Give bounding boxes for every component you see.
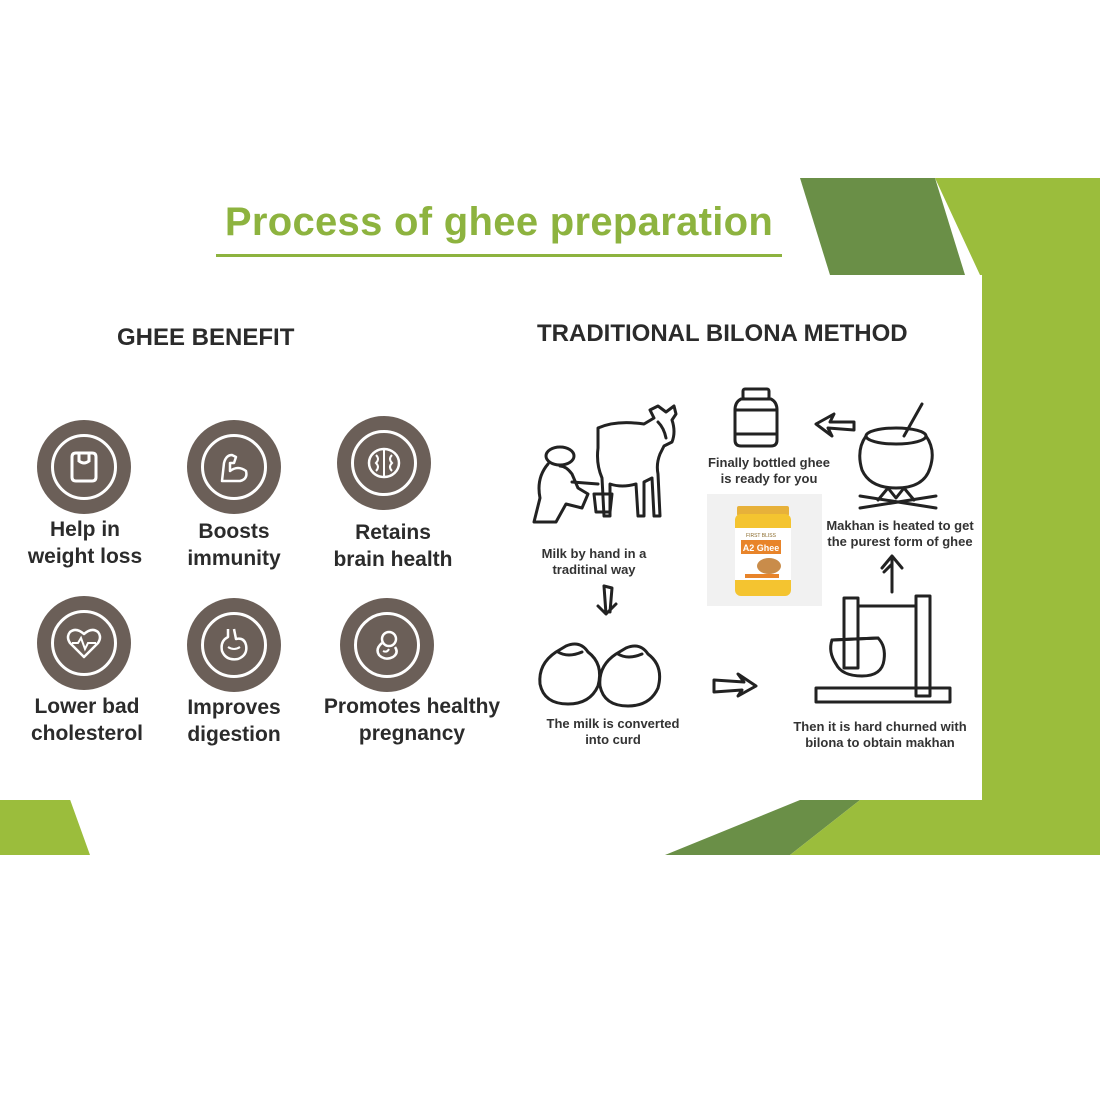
fetus-icon: [376, 630, 398, 660]
bottom-right-dark-green-band: [665, 800, 860, 855]
flexed-arm-icon: [220, 453, 248, 483]
arrow-right-icon: [712, 672, 758, 698]
title-underline: [216, 254, 782, 257]
ghee-jar-product-image: FIRST BLISS A2 Ghee: [735, 506, 791, 596]
benefit-digestion-badge: [187, 598, 281, 692]
benefit-pregnancy-badge: [340, 598, 434, 692]
jar-icon: [733, 387, 779, 448]
product-name-text: A2 Ghee: [743, 543, 780, 553]
page-title: Process of ghee preparation: [224, 200, 774, 244]
stomach-icon: [220, 628, 248, 661]
weight-scale-icon: [70, 451, 98, 483]
arrow-up-icon: [880, 554, 904, 594]
benefit-weight-loss-badge: [37, 420, 131, 514]
benefit-pregnancy-label: Promotes healthy pregnancy: [323, 695, 501, 745]
bilona-churner-icon: [814, 594, 952, 704]
arrow-down-icon: [596, 584, 618, 616]
heart-pulse-icon: [66, 628, 102, 659]
product-photo: FIRST BLISS A2 Ghee: [707, 494, 822, 606]
step-curd-label: The milk is converted into curd: [546, 716, 680, 747]
benefit-cholesterol-label: Lower bad cholesterol: [30, 695, 144, 745]
step-churning-label: Then it is hard churned with bilona to o…: [793, 719, 967, 750]
step-heating-label: Makhan is heated to get the purest form …: [826, 518, 974, 549]
arrow-left-icon: [814, 412, 856, 438]
benefit-immunity-badge: [187, 420, 281, 514]
step-milking-label: Milk by hand in a traditinal way: [541, 546, 647, 577]
product-brand-text: FIRST BLISS: [746, 533, 777, 539]
benefit-brain-health-label: Retains brain health: [333, 521, 453, 571]
benefit-brain-health-badge: [337, 416, 431, 510]
brain-icon: [367, 447, 401, 479]
cow-milking-icon: [532, 404, 678, 524]
clay-pots-icon: [538, 642, 662, 708]
benefit-digestion-label: Improves digestion: [187, 696, 281, 746]
benefit-immunity-label: Boosts immunity: [187, 520, 281, 570]
bottom-right-light-green-band: [790, 800, 980, 855]
benefits-heading: GHEE BENEFIT: [117, 324, 295, 351]
step-bottled-label: Finally bottled ghee is ready for you: [707, 455, 831, 486]
benefit-weight-loss-label: Help in weight loss: [27, 518, 143, 568]
method-heading: TRADITIONAL BILONA METHOD: [537, 320, 908, 347]
top-right-dark-green-band: [800, 178, 965, 275]
benefit-cholesterol-badge: [37, 596, 131, 690]
cooking-pot-fire-icon: [858, 402, 938, 510]
